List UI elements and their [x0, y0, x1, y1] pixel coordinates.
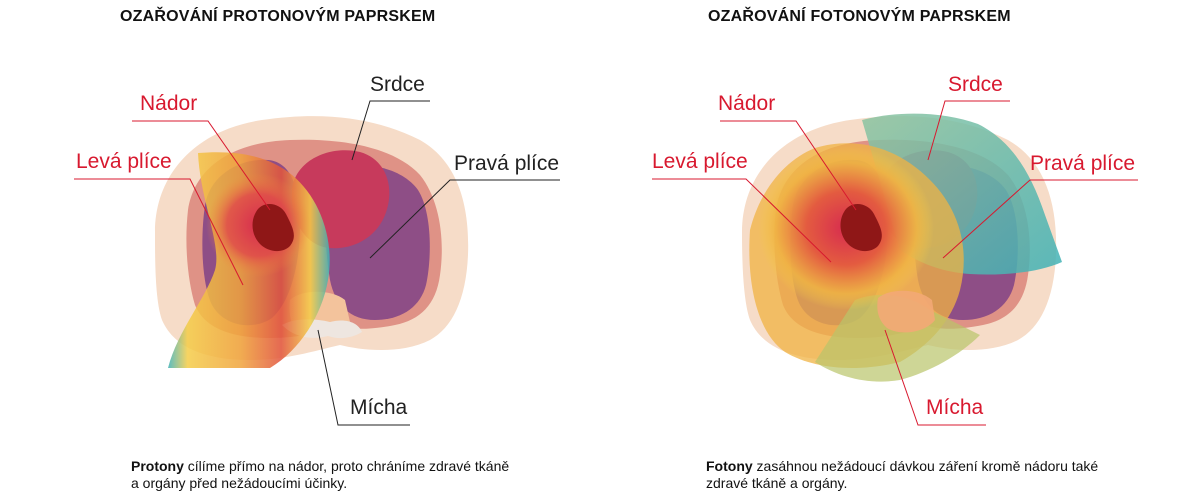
photon-label-tumor: Nádor	[718, 92, 775, 115]
photon-label-right-lung: Pravá plíce	[1030, 152, 1135, 175]
proton-label-heart: Srdce	[370, 73, 425, 96]
photon-caption: Fotony zasáhnou nežádoucí dávkou záření …	[706, 458, 1106, 492]
photon-label-heart: Srdce	[948, 73, 1003, 96]
photon-title: OZAŘOVÁNÍ FOTONOVÝM PAPRSKEM	[708, 8, 1011, 25]
photon-label-left-lung: Levá plíce	[652, 150, 748, 173]
proton-tumor	[252, 203, 294, 252]
proton-label-right-lung: Pravá plíce	[454, 152, 559, 175]
photon-caption-bold: Fotony	[706, 458, 753, 474]
proton-title: OZAŘOVÁNÍ PROTONOVÝM PAPRSKEM	[120, 8, 436, 25]
photon-diagram: Nádor Levá plíce Srdce Pravá plíce Mícha	[652, 73, 1138, 426]
proton-diagram: Nádor Levá plíce Srdce Pravá plíce Mícha	[74, 73, 560, 426]
proton-panel: OZAŘOVÁNÍ PROTONOVÝM PAPRSKEM	[74, 8, 560, 492]
photon-beam-lower	[815, 294, 980, 382]
photon-caption-text: zasáhnou nežádoucí dávkou záření kromě n…	[706, 458, 1099, 491]
proton-caption: Protony cílíme přímo na nádor, proto chr…	[131, 458, 511, 492]
proton-caption-bold: Protony	[131, 458, 184, 474]
photon-tumor	[840, 203, 882, 252]
proton-label-tumor: Nádor	[140, 92, 197, 115]
proton-label-left-lung: Levá plíce	[76, 150, 172, 173]
photon-panel: OZAŘOVÁNÍ FOTONOVÝM PAPRSKEM	[600, 0, 1200, 497]
photon-spine	[877, 290, 935, 333]
proton-caption-text: cílíme přímo na nádor, proto chráníme zd…	[131, 458, 510, 491]
photon-label-spinal-cord: Mícha	[926, 396, 984, 419]
proton-label-spinal-cord: Mícha	[350, 396, 408, 419]
